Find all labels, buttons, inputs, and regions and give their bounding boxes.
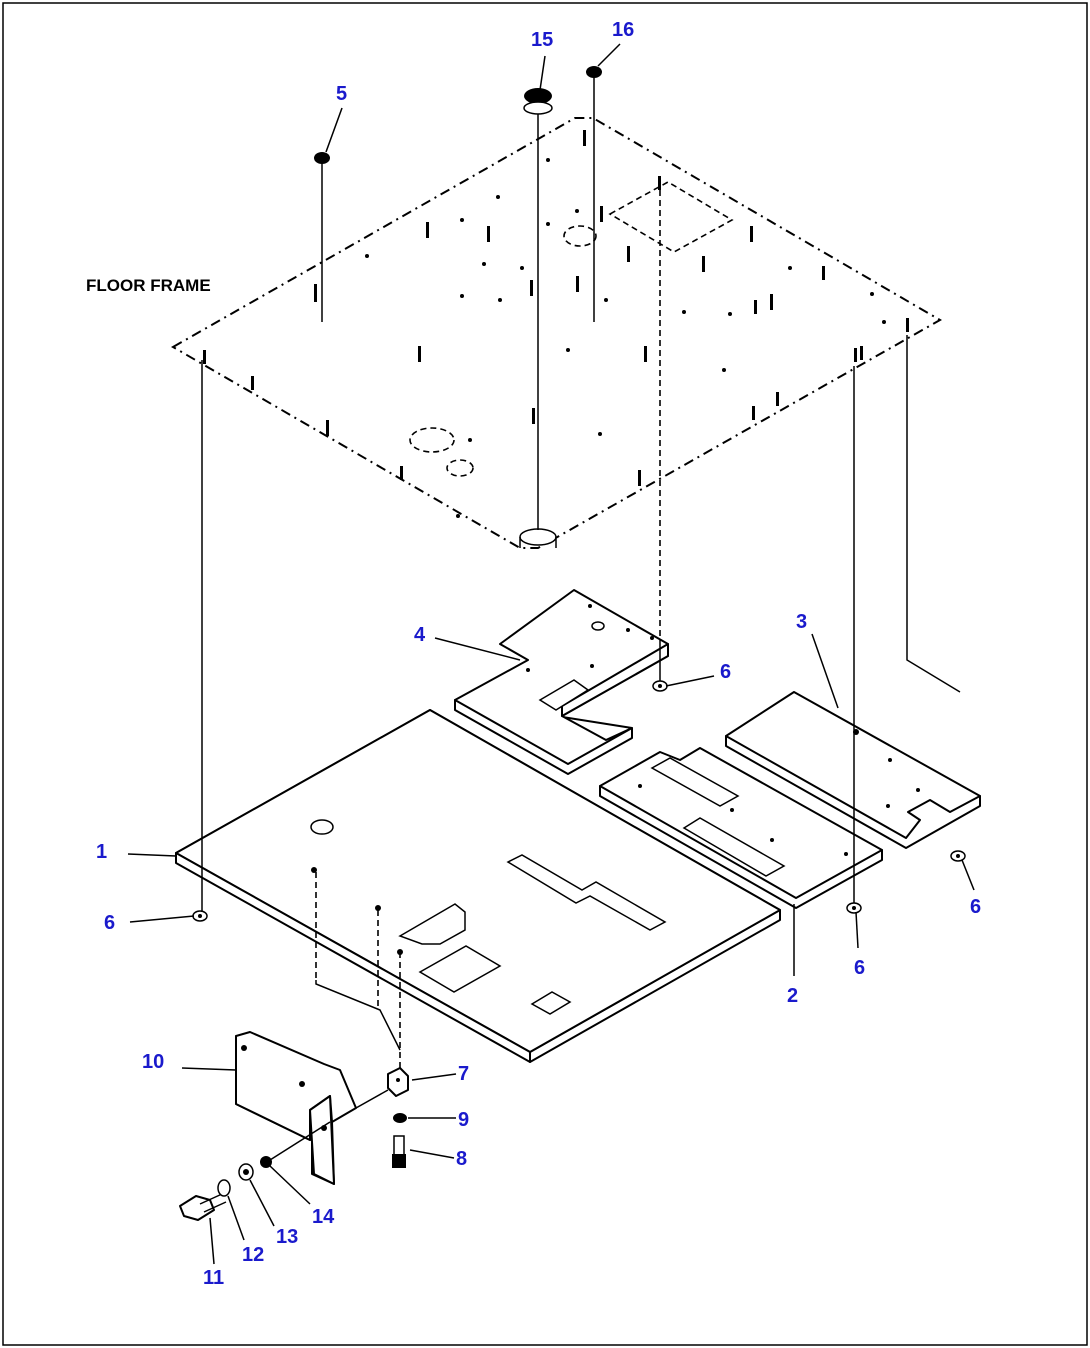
callout-16: 16 [612,19,634,41]
callout-10: 10 [142,1051,164,1073]
callout-11: 11 [203,1267,224,1289]
callout-2: 2 [787,985,798,1007]
floor-plate-2 [599,747,883,909]
callout-4: 4 [414,624,426,646]
callout-7: 7 [458,1063,469,1085]
leader-lines [127,43,975,1265]
callout-15: 15 [531,29,553,51]
floor-frame [170,117,961,693]
callout-8: 8 [456,1148,467,1170]
callout-5: 5 [336,83,347,105]
callout-14: 14 [312,1206,335,1228]
floor-plate-4 [454,589,669,775]
floor-plate-3 [725,691,981,849]
callout-6-plate2: 6 [854,957,865,979]
callout-numbers: 1 2 3 4 5 6 6 6 6 6 7 8 9 10 11 12 13 14… [96,19,981,1289]
callout-3: 3 [796,611,807,633]
floor-plate-1 [175,709,781,1063]
callout-13: 13 [276,1226,298,1248]
callout-6-right: 6 [970,896,981,918]
hardware [179,66,966,1221]
callout-12: 12 [242,1244,264,1266]
floor-frame-label: FLOOR FRAME [86,276,211,295]
callout-6-plate4: 6 [720,661,731,683]
assembly-lines [201,74,855,1074]
callout-6-left: 6 [104,912,115,934]
callout-9: 9 [458,1109,469,1131]
callout-1: 1 [96,841,107,863]
